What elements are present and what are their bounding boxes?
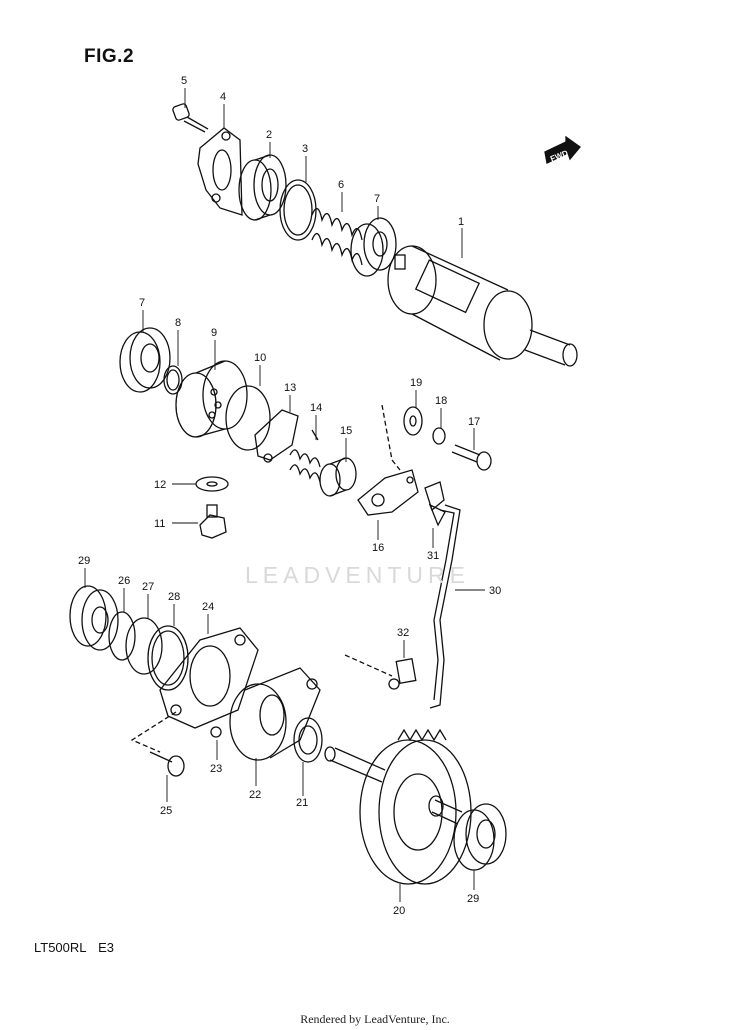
callout-labels: 5 4 2 3 6 7 1 7 8 9 10 13 14 15 16 19 18…	[78, 75, 570, 917]
part-29-bearing-left	[69, 585, 119, 651]
callout-23: 23	[210, 763, 222, 775]
part-7-bearing-middle	[119, 327, 171, 393]
leader-lines	[84, 88, 485, 902]
callout-31: 31	[427, 550, 439, 562]
callout-6: 6	[338, 179, 344, 191]
figure-title: FIG.2	[84, 46, 135, 67]
callout-7-middle: 7	[139, 297, 145, 309]
part-7-bearing-upper	[350, 217, 397, 277]
callout-16: 16	[372, 542, 384, 554]
callout-24: 24	[202, 601, 214, 613]
callout-3: 3	[302, 143, 308, 155]
part-20-gear-shaft	[324, 728, 472, 885]
part-6-spring	[311, 208, 363, 266]
part-9-drum	[175, 360, 248, 438]
part-26-circlip	[108, 611, 136, 661]
part-10-ring	[225, 385, 271, 451]
callout-29-left: 29	[78, 555, 90, 567]
callout-19: 19	[410, 377, 422, 389]
watermark: LEADVENTURE	[245, 562, 470, 588]
part-11-fitting	[199, 504, 227, 539]
fwd-arrow-icon	[544, 135, 581, 164]
part-15-collar	[319, 457, 357, 497]
part-1-exhaust-valve-housing	[387, 245, 578, 367]
callout-29-right: 29	[467, 893, 479, 905]
callout-2: 2	[266, 129, 272, 141]
part-24-plate	[159, 627, 259, 729]
render-credit: Rendered by LeadVenture, Inc.	[300, 1012, 450, 1026]
callout-22: 22	[249, 789, 261, 801]
callout-4: 4	[220, 91, 226, 103]
callout-9: 9	[211, 327, 217, 339]
part-21-washer	[293, 717, 323, 763]
callout-13: 13	[284, 382, 296, 394]
part-17-bolt	[451, 444, 492, 471]
callout-14: 14	[310, 402, 322, 414]
part-5-bolt	[172, 103, 209, 133]
part-14-spring	[289, 429, 321, 483]
part-30-rod	[429, 504, 461, 709]
callout-30: 30	[489, 585, 501, 597]
part-4-gasket	[197, 127, 243, 216]
part-23-ball	[210, 726, 222, 738]
callout-28: 28	[168, 591, 180, 603]
callout-21: 21	[296, 797, 308, 809]
callout-17: 17	[468, 416, 480, 428]
part-32-clip	[388, 658, 417, 690]
part-28-ring	[147, 625, 189, 691]
part-8-oring	[163, 365, 183, 395]
callout-1: 1	[458, 216, 464, 228]
callout-8: 8	[175, 317, 181, 329]
part-29-bearing-right	[453, 803, 507, 871]
callout-20: 20	[393, 905, 405, 917]
model-region: E3	[98, 940, 115, 955]
part-27-ring	[125, 617, 163, 675]
model-designation: LT500RL E3	[34, 940, 122, 955]
callout-5: 5	[181, 75, 187, 87]
callout-12: 12	[154, 479, 166, 491]
callout-11: 11	[154, 518, 165, 530]
model-code: LT500RL	[34, 940, 87, 955]
callout-26: 26	[118, 575, 130, 587]
part-18-washer	[432, 427, 446, 445]
part-16-lever	[357, 469, 419, 516]
callout-10: 10	[254, 352, 266, 364]
callout-25: 25	[160, 805, 172, 817]
callout-18: 18	[435, 395, 447, 407]
part-13-bracket	[254, 409, 299, 463]
callout-15: 15	[340, 425, 352, 437]
callout-7-upper: 7	[374, 193, 380, 205]
callout-32: 32	[397, 627, 409, 639]
part-25-screw	[149, 751, 185, 777]
part-19-washer	[403, 406, 423, 436]
part-2-bushing	[238, 154, 287, 221]
part-31-clamp	[424, 481, 446, 527]
callout-27: 27	[142, 581, 154, 593]
part-22-housing	[229, 667, 321, 761]
part-3-circlip	[279, 179, 317, 241]
part-12-washer	[195, 476, 229, 492]
